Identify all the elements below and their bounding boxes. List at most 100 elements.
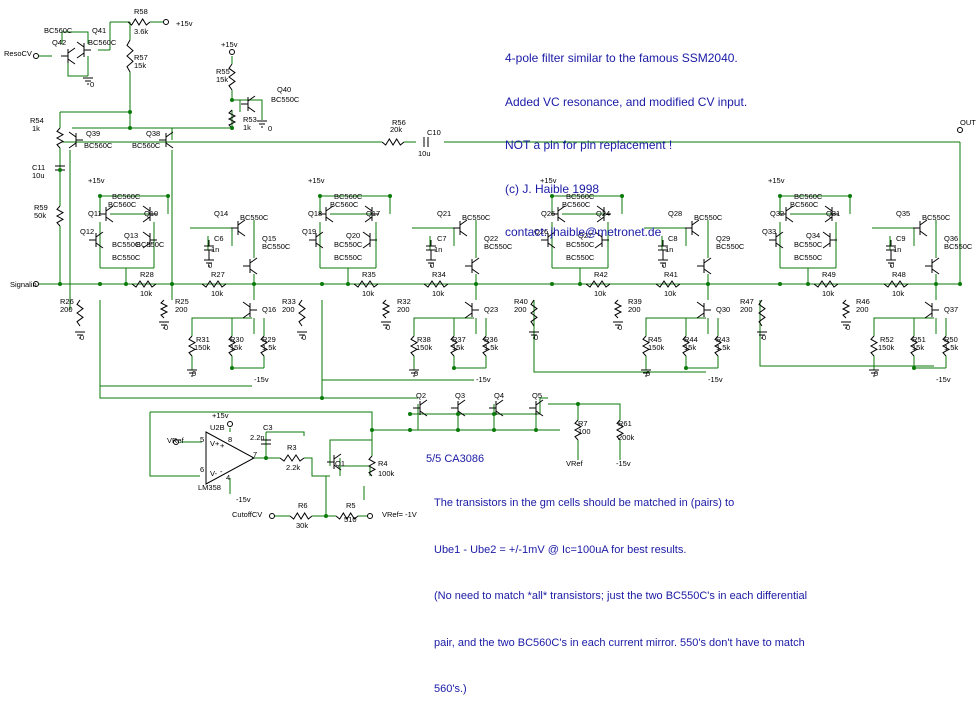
svg-text:V-: V-	[210, 469, 218, 478]
junction-dot	[778, 282, 782, 286]
junction-dot	[958, 282, 962, 286]
component-label: R33	[282, 297, 296, 306]
junction-dot	[128, 110, 132, 114]
junction-dot	[474, 282, 478, 286]
junction-dot	[346, 282, 350, 286]
transistor-emitter	[495, 410, 504, 417]
component-label: R39	[628, 297, 642, 306]
resistor-symbol	[367, 455, 377, 477]
resistor-symbol	[76, 299, 84, 327]
resistor-symbol	[573, 419, 583, 441]
component-label: 0	[890, 261, 894, 270]
component-label: Q20	[346, 231, 360, 240]
component-label: 5	[200, 435, 204, 444]
transistor-collector	[76, 41, 85, 48]
junction-dot	[408, 412, 412, 416]
junction-dot	[170, 282, 174, 286]
component-label: 200	[175, 305, 188, 314]
component-label: Q18	[308, 209, 322, 218]
component-label: C9	[896, 234, 906, 243]
component-label: LM358	[198, 483, 221, 492]
transistor-emitter	[775, 242, 784, 249]
transistor-emitter	[67, 58, 76, 65]
transistor-collector	[95, 231, 104, 238]
resistor-symbol	[187, 335, 197, 357]
component-label: +15v	[212, 411, 229, 420]
component-label: R34	[432, 270, 446, 279]
resistor-symbol	[227, 109, 237, 129]
transistor-emitter	[785, 216, 794, 223]
resistor-symbol	[481, 335, 491, 357]
component-label: BC550C	[566, 240, 595, 249]
junction-dot	[456, 412, 460, 416]
transistor-collector	[105, 205, 114, 212]
transistor-emitter	[931, 268, 940, 275]
junction-dot	[408, 428, 412, 432]
ground-symbol	[869, 369, 879, 377]
resistor-symbol	[289, 512, 313, 520]
component-label: 15k	[912, 343, 924, 352]
junction-dot	[934, 282, 938, 286]
transistor-collector	[457, 399, 466, 406]
footer-line-3: (No need to match *all* transistors; jus…	[434, 590, 808, 602]
transistor-emitter	[596, 216, 605, 223]
component-label: BC550C	[922, 213, 951, 222]
component-label: Q29	[716, 234, 730, 243]
component-label: R25	[175, 297, 189, 306]
transistor-collector	[696, 301, 705, 308]
component-label: 10k	[594, 289, 606, 298]
resistor-symbol	[909, 335, 919, 357]
component-label: BC550C	[484, 242, 513, 251]
component-label: 1.5k	[716, 343, 730, 352]
component-label: Q14	[214, 209, 228, 218]
ground-symbol	[529, 331, 539, 339]
footer-notes: The transistors in the gm cells should b…	[434, 465, 807, 713]
component-label: R38	[417, 335, 431, 344]
component-label: R46	[856, 297, 870, 306]
component-label: 15k	[684, 343, 696, 352]
junction-dot	[370, 428, 374, 432]
component-label: 1k	[243, 123, 251, 132]
component-label: BC550C	[240, 213, 269, 222]
component-label: C11	[32, 163, 45, 172]
component-label: OUT	[960, 118, 976, 127]
ic-label: 5/5 CA3086	[426, 453, 485, 465]
component-label: 0	[430, 261, 434, 270]
junction-dot	[230, 98, 234, 102]
component-label: Q15	[262, 234, 276, 243]
component-label: -15v	[616, 459, 631, 468]
junction-dot	[912, 366, 916, 370]
component-label: 10u	[32, 171, 45, 180]
component-label: 150k	[648, 343, 665, 352]
component-label: 0	[534, 333, 538, 342]
component-label: 10u	[418, 149, 431, 158]
component-label: BC550C	[566, 253, 595, 262]
component-label: Q16	[262, 305, 276, 314]
component-label: VRef	[566, 459, 584, 468]
component-label: -15v	[254, 375, 269, 384]
component-label: C7	[437, 234, 447, 243]
ground-symbol	[841, 321, 851, 329]
resistor-symbol	[228, 63, 236, 91]
junction-dot	[550, 282, 554, 286]
transistor-collector	[142, 231, 151, 238]
component-label: R57	[134, 53, 148, 62]
component-label: BC550C	[716, 242, 745, 251]
transistor-emitter	[459, 230, 468, 237]
component-label: Q38	[146, 129, 160, 138]
component-label: R55	[216, 67, 230, 76]
component-label: BC550C	[262, 242, 291, 251]
component-label: 50k	[34, 211, 46, 220]
component-label: +15v	[768, 176, 785, 185]
component-label: Q37	[944, 305, 958, 314]
component-label: 200k	[618, 433, 635, 442]
svg-text:+: +	[220, 441, 225, 450]
resistor-symbol	[409, 335, 419, 357]
header-line-4: (c) J. Haible 1998	[505, 181, 600, 196]
ground-symbol	[83, 77, 93, 85]
ground-symbol	[886, 259, 896, 267]
footer-line-2: Ube1 - Ube2 = +/-1mV @ Ic=100uA for best…	[434, 543, 687, 556]
component-label: 1n	[434, 245, 442, 254]
component-label: R3	[287, 443, 297, 452]
component-label: BC550C	[694, 213, 723, 222]
